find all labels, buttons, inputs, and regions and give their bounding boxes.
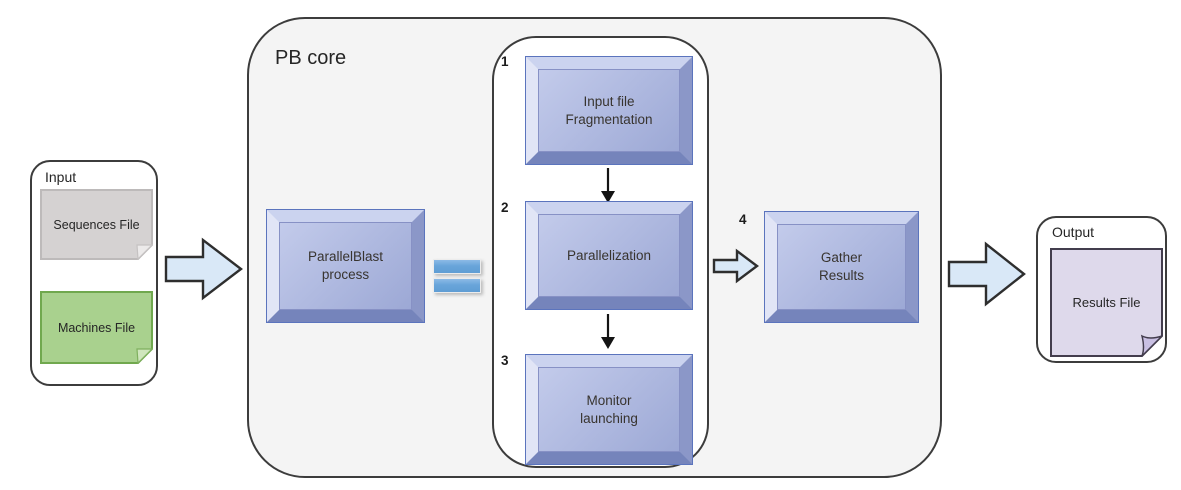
- gather-results-box: Gather Results: [764, 211, 919, 323]
- arrow-down-icon: [601, 168, 615, 203]
- step-box-input-file-fragmentation: Input file Fragmentation: [525, 56, 693, 165]
- equals-bar-top: [433, 259, 481, 274]
- block-arrow-right-icon: [164, 237, 243, 301]
- step-box-monitor-launching: Monitor launching: [525, 354, 693, 465]
- note-shape-icon: [40, 291, 153, 364]
- equals-bar-bottom: [433, 278, 481, 293]
- step-number-4: 4: [739, 212, 747, 227]
- step-label-input-file-fragmentation: Input file Fragmentation: [565, 93, 653, 127]
- output-group-label: Output: [1052, 224, 1095, 240]
- pb-core-container: PB core ParallelBlast process 1 Input fi…: [247, 17, 942, 478]
- results-file-note: Results File: [1050, 248, 1163, 357]
- step-number-3: 3: [501, 353, 509, 368]
- steps-container: 1 Input file Fragmentation 2 Paralleliza…: [492, 36, 709, 468]
- output-group: Output Results File: [1036, 216, 1167, 363]
- gather-results-label: Gather Results: [818, 250, 864, 283]
- results-file-label: Results File: [1072, 295, 1141, 310]
- parallelblast-process-label: ParallelBlast process: [307, 249, 384, 282]
- sequences-file-label: Sequences File: [53, 217, 140, 232]
- parallelblast-process-box: ParallelBlast process: [266, 209, 425, 323]
- arrow-down-icon: [601, 314, 615, 349]
- step-label-monitor-launching: Monitor launching: [580, 392, 638, 426]
- step-number-1: 1: [501, 54, 509, 69]
- equals-symbol: [433, 259, 481, 297]
- sequences-file-note: Sequences File: [40, 189, 153, 260]
- step-number-2: 2: [501, 200, 509, 215]
- machines-file-note: Machines File: [40, 291, 153, 364]
- step-label-parallelization: Parallelization: [566, 247, 652, 263]
- pb-core-title: PB core: [275, 47, 347, 69]
- input-group-label: Input: [45, 169, 77, 185]
- step-box-parallelization: Parallelization: [525, 201, 693, 310]
- note-shape-icon: [1050, 248, 1163, 357]
- machines-file-label: Machines File: [57, 320, 136, 335]
- block-arrow-right-icon: [712, 248, 759, 284]
- note-shape-icon: [40, 189, 153, 260]
- block-arrow-right-icon: [947, 241, 1026, 307]
- input-group: Input Sequences File Machines File: [30, 160, 158, 386]
